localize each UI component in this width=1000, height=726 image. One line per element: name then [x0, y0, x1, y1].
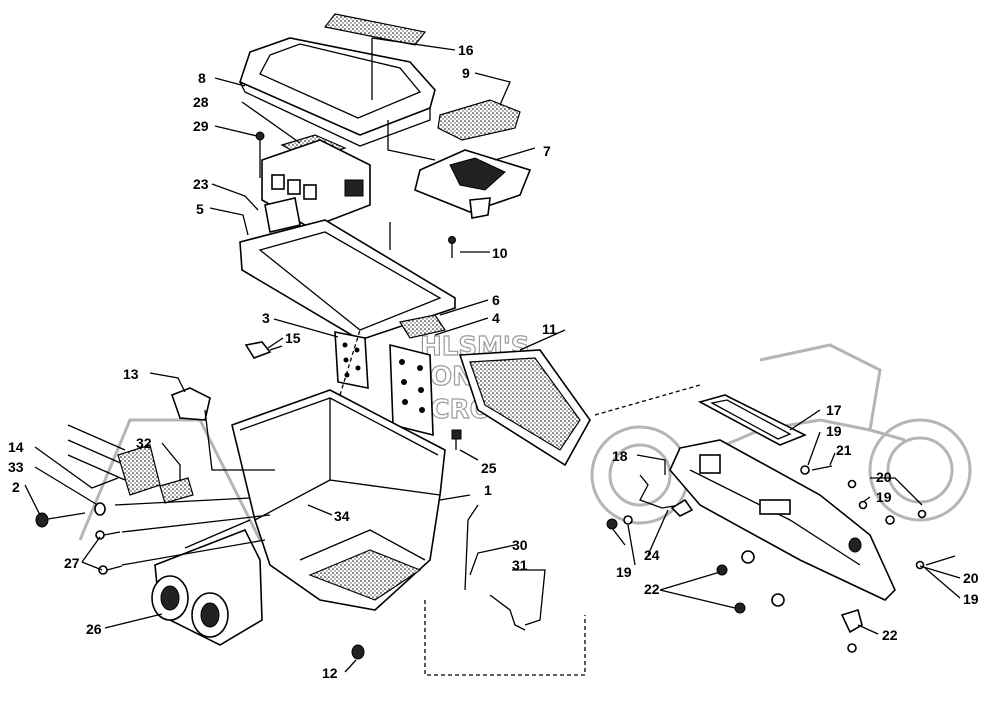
part-10-screw [448, 236, 456, 258]
part-16-decal [323, 13, 427, 46]
callout-27: 27 [64, 555, 80, 571]
leader-lines [24, 37, 961, 676]
part-9-filter-pad [437, 99, 521, 141]
hardware-washers [606, 465, 956, 653]
part-14-harness [67, 424, 161, 496]
callout-17: 17 [826, 402, 842, 418]
part-5-plate [239, 219, 456, 341]
part-15-fitting [244, 341, 283, 359]
part-1-main-housing [231, 389, 446, 611]
callout-11: 11 [542, 321, 557, 337]
part-23-gasket [264, 197, 301, 233]
callout-1: 1 [484, 482, 492, 498]
callout-6: 6 [492, 292, 500, 308]
callout-16: 16 [458, 42, 474, 58]
callout-19b: 19 [876, 489, 892, 505]
callout-15: 15 [285, 330, 301, 346]
part-3-grille [334, 331, 369, 389]
callout-23: 23 [193, 176, 209, 192]
part-30-hose [464, 504, 479, 591]
part-7-tray [414, 149, 532, 219]
callout-29: 29 [193, 118, 209, 134]
part-8-lid [239, 37, 436, 147]
callout-32: 32 [136, 435, 152, 451]
callout-19a: 19 [826, 423, 842, 439]
callout-28: 28 [193, 94, 209, 110]
part-6-filter [399, 314, 446, 339]
callout-7: 7 [543, 143, 551, 159]
watermark-motorcycle [78, 343, 972, 541]
callout-labels: 16 8 9 28 29 7 23 5 10 6 4 3 11 15 13 17… [8, 42, 979, 681]
callout-12: 12 [322, 665, 338, 681]
callout-21: 21 [836, 442, 852, 458]
callout-33: 33 [8, 459, 24, 475]
part-18-manifold [669, 439, 896, 601]
callout-25: 25 [481, 460, 497, 476]
part-2-bolt [35, 512, 86, 528]
callout-10: 10 [492, 245, 508, 261]
part-26-air-intake [151, 519, 263, 646]
part-4-grille [389, 343, 434, 437]
grille-holes [342, 342, 425, 413]
part-32-bushing [159, 477, 194, 504]
callout-24: 24 [644, 547, 660, 563]
callout-3: 3 [262, 310, 270, 326]
part-24-bracket [639, 474, 681, 509]
callout-19c: 19 [616, 564, 632, 580]
callout-14: 14 [8, 439, 24, 455]
callout-31: 31 [512, 557, 528, 573]
callout-22a: 22 [644, 581, 660, 597]
callout-34: 34 [334, 508, 350, 524]
callout-5: 5 [196, 201, 204, 217]
callout-20a: 20 [876, 469, 892, 485]
part-13-clip [170, 387, 211, 421]
callout-26: 26 [86, 621, 102, 637]
part-17-gasket [697, 394, 807, 446]
callout-18: 18 [612, 448, 628, 464]
callout-20b: 20 [963, 570, 979, 586]
part-25-bolt [451, 429, 462, 450]
callout-19d: 19 [963, 591, 979, 607]
part-33-washer [94, 502, 106, 516]
callout-2: 2 [12, 479, 20, 495]
callout-30: 30 [512, 537, 528, 553]
callout-4: 4 [492, 310, 500, 326]
callout-8: 8 [198, 70, 206, 86]
part-12-plug [351, 644, 365, 660]
callout-13: 13 [123, 366, 139, 382]
callout-9: 9 [462, 65, 470, 81]
part-27-screws [95, 530, 123, 575]
callout-22b: 22 [882, 627, 898, 643]
part-31-cable [489, 594, 526, 631]
part-11-duct [458, 349, 591, 467]
